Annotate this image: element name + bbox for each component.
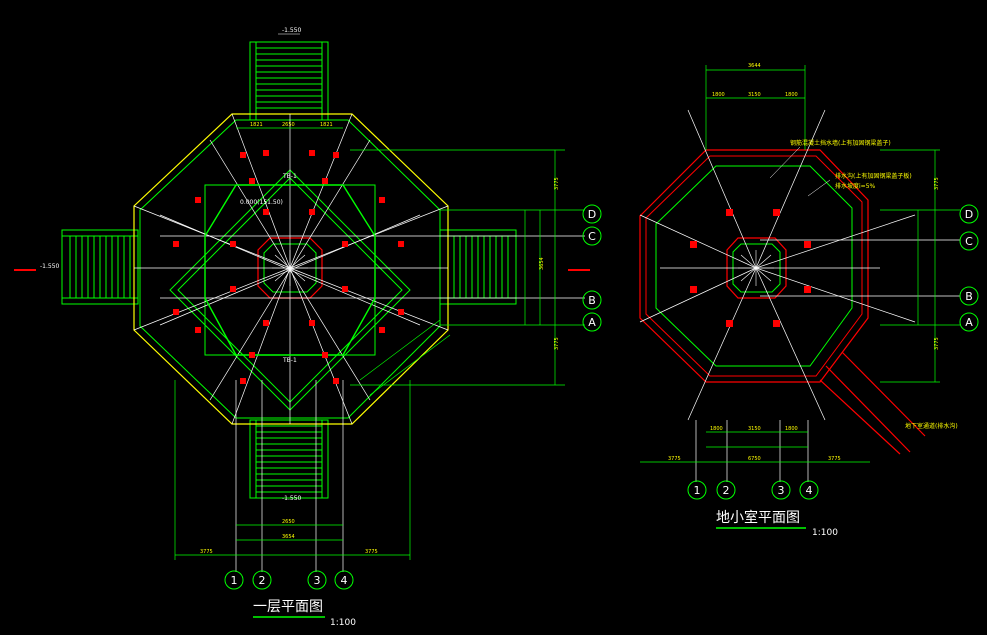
basement-passage: [819, 351, 926, 455]
grid-label-C: C: [588, 230, 596, 243]
grid-label-4: 4: [341, 574, 348, 587]
svg-text:1800: 1800: [785, 426, 798, 432]
svg-text:3775: 3775: [554, 337, 560, 350]
svg-text:3775: 3775: [934, 337, 940, 350]
svg-text:3644: 3644: [748, 63, 761, 69]
svg-text:2650: 2650: [282, 519, 295, 525]
basement-core-starburst: [738, 250, 774, 286]
grid-label-3: 3: [314, 574, 321, 587]
columns-first-floor: [173, 150, 404, 384]
stair-north: [249, 41, 329, 121]
grid-bubbles-y-basement: D C B A: [959, 204, 979, 332]
level-marker-north: -1.550: [278, 27, 302, 35]
grid-label-B: B: [588, 294, 596, 307]
note-drain-slope: 排水坡度i=5%: [835, 182, 876, 190]
basement-core: [726, 237, 787, 299]
grid-label-A: A: [965, 316, 973, 329]
stair-south: [249, 419, 329, 499]
grid-label-D: D: [588, 208, 596, 221]
svg-text:1800: 1800: [710, 426, 723, 432]
dimension-lines: [174, 127, 585, 560]
member-label: TB-1: [282, 357, 297, 364]
grid-label-C: C: [965, 235, 973, 248]
basement-outer-red-2: [645, 155, 863, 377]
grid-bubbles-x-first: 1 2 3 4: [224, 570, 354, 590]
basement-dimension-text: 3644 1800 3150 1800 1800 3150 1800 3775 …: [668, 63, 940, 462]
plan-scale-basement: 1:100: [812, 528, 838, 538]
radial-lines: [133, 113, 449, 425]
basement-outer-red: [639, 149, 869, 383]
grid-label-2: 2: [723, 484, 730, 497]
grid-label-D: D: [965, 208, 973, 221]
dimension-text: 3775 3775 3654 2650 1821 2650 1821 3775 …: [200, 122, 560, 555]
grid-label-4: 4: [806, 484, 813, 497]
svg-text:3654: 3654: [539, 257, 545, 270]
note-passage: 地下室通道(排水沟): [905, 422, 958, 430]
svg-text:-1.550: -1.550: [282, 495, 302, 502]
grid-label-2: 2: [259, 574, 266, 587]
svg-text:1800: 1800: [712, 92, 725, 98]
basement-notes: 钢筋混凝土挡水墙(上有加固钢梁盖子) 排水沟(上有加固钢梁盖子板) 排水坡度i=…: [769, 139, 958, 430]
svg-text:-1.550: -1.550: [282, 27, 302, 34]
svg-text:3150: 3150: [748, 92, 761, 98]
svg-text:3654: 3654: [282, 534, 295, 540]
svg-text:3775: 3775: [200, 549, 213, 555]
plan-title-first-floor: 一层平面图: [253, 599, 323, 615]
core-starburst: [272, 250, 308, 286]
basement-core-inner: [732, 243, 781, 293]
grid-label-B: B: [965, 290, 973, 303]
grid-label-1: 1: [694, 484, 701, 497]
svg-text:1821: 1821: [250, 122, 263, 128]
level-marker-west: -1.550: [14, 263, 60, 271]
plan-title-basement: 地小室平面图: [716, 509, 800, 526]
stair-west: [61, 229, 139, 305]
plan-scale-first-floor: 1:100: [330, 618, 356, 628]
note-drain-ditch: 排水沟(上有加固钢梁盖子板): [835, 172, 912, 180]
core-octagon-inner: [263, 243, 317, 293]
stair-east: [439, 229, 517, 305]
grid-bubbles-x-basement: 1 2 3 4: [687, 480, 819, 500]
svg-text:6750: 6750: [748, 456, 761, 462]
svg-text:3775: 3775: [828, 456, 841, 462]
elevation-note: 0.000(151.50): [240, 199, 283, 206]
svg-text:1800: 1800: [785, 92, 798, 98]
grid-label-1: 1: [231, 574, 238, 587]
basement-inner-green: [655, 165, 853, 367]
level-marker-south: -1.550: [282, 495, 302, 502]
svg-text:3775: 3775: [365, 549, 378, 555]
basement-dimensions: [640, 65, 960, 463]
columns-basement: [690, 209, 811, 327]
note-water-wall: 钢筋混凝土挡水墙(上有加固钢梁盖子): [790, 139, 891, 147]
svg-text:3775: 3775: [668, 456, 681, 462]
svg-text:3775: 3775: [934, 177, 940, 190]
basement-plan: 3644 1800 3150 1800 1800 3150 1800 3775 …: [639, 63, 979, 538]
grid-label-3: 3: [778, 484, 785, 497]
member-label: TB-1: [282, 173, 297, 180]
first-floor-plan: 3775 3775 3654 2650 1821 2650 1821 3775 …: [14, 27, 602, 628]
svg-text:2650: 2650: [282, 122, 295, 128]
basement-grid-axes: [695, 239, 960, 482]
grid-label-A: A: [588, 316, 596, 329]
svg-text:-1.550: -1.550: [40, 263, 60, 270]
svg-text:3150: 3150: [748, 426, 761, 432]
svg-text:3775: 3775: [554, 177, 560, 190]
svg-text:1821: 1821: [320, 122, 333, 128]
grid-bubbles-y-first: D C B A: [582, 204, 602, 332]
